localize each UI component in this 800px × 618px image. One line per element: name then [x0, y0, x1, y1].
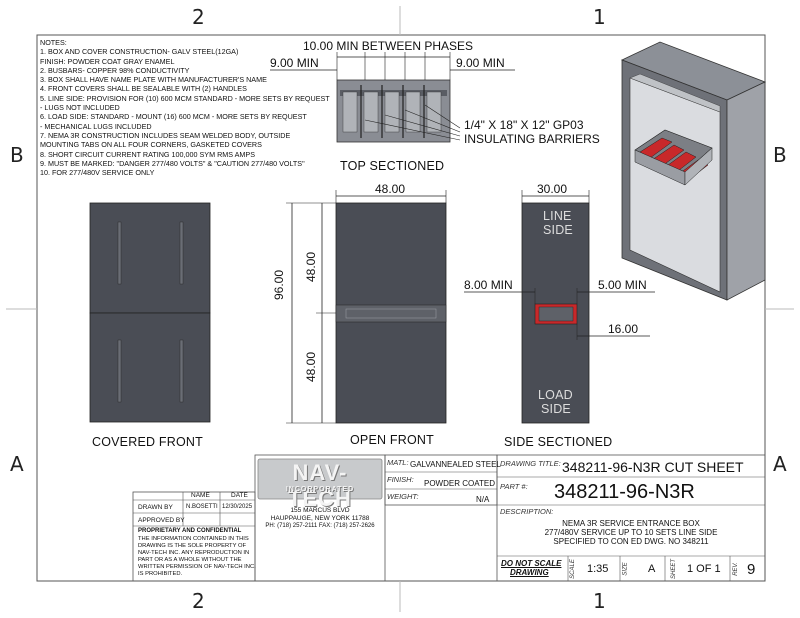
open-front-label: OPEN FRONT	[350, 433, 434, 447]
do-not-scale-line-1: DO NOT SCALE	[501, 559, 562, 568]
note-line: 9. MUST BE MARKED: "DANGER 277/480 VOLTS…	[40, 158, 305, 168]
description-line-1: NEMA 3R SERVICE ENTRANCE BOX	[562, 519, 700, 528]
notes-block: NOTES: 1. BOX AND COVER CONSTRUCTION- GA…	[40, 38, 340, 177]
zone-marker-top-1: 1	[593, 5, 606, 29]
sheet-label: SHEET	[671, 558, 678, 580]
proprietary-line: DRAWING IS THE SOLE PROPERTY OF	[138, 543, 247, 549]
part-number: 348211-96-N3R	[554, 481, 695, 503]
handle-icon	[179, 221, 184, 285]
zone-marker-left-b: B	[10, 143, 24, 167]
size-value: A	[648, 563, 656, 575]
name-column-header: NAME	[191, 492, 210, 499]
rev-label: REV.	[732, 562, 739, 576]
dim-top-left-min: 9.00 MIN	[270, 56, 319, 70]
scale-label: SCALE	[569, 559, 576, 579]
do-not-scale-line-2: DRAWING	[510, 568, 549, 577]
proprietary-line: THE INFORMATION CONTAINED IN THIS	[138, 536, 249, 542]
zone-marker-right-a: A	[773, 452, 787, 476]
zone-marker-left-a: A	[10, 452, 24, 476]
drawing-title-label: DRAWING TITLE:	[500, 459, 561, 468]
note-line: 8. SHORT CIRCUIT CURRENT RATING 100,000 …	[40, 149, 256, 159]
finish-label: FINISH:	[387, 475, 414, 484]
dim-side-right-min: 5.00 MIN	[598, 278, 647, 292]
note-line: 10. FOR 277/480V SERVICE ONLY	[40, 168, 155, 178]
scale-value: 1:35	[587, 563, 609, 575]
note-line: - LUGS NOT INCLUDED	[40, 103, 120, 113]
top-sectioned-label: TOP SECTIONED	[340, 159, 445, 173]
covered-front-lower-cover	[89, 312, 211, 423]
description-label: DESCRIPTION:	[500, 507, 554, 516]
proprietary-line: IS PROHIBITED.	[138, 571, 183, 577]
note-line: 4. FRONT COVERS SHALL BE SEALABLE WITH (…	[40, 84, 247, 94]
drawn-by-name: N.BOSETTI	[186, 504, 218, 510]
note-line: 1. BOX AND COVER CONSTRUCTION- GALV STEE…	[40, 47, 239, 57]
note-line: MOUNTING TABS ON ALL FOUR CORNERS, GASKE…	[40, 140, 262, 150]
note-line: 2. BUSBARS- COPPER 98% CONDUCTIVITY	[40, 65, 190, 75]
approved-by-label: APPROVED BY	[138, 517, 185, 524]
company-address-2: HAUPPAUGE, NEW YORK 11788	[270, 515, 370, 522]
barrier-note-line2: INSULATING BARRIERS	[464, 132, 600, 146]
handle-icon	[117, 339, 122, 403]
covered-front-upper-cover	[89, 202, 211, 314]
weight-label: WEIGHT:	[387, 492, 419, 501]
side-line-label-1: LINE	[543, 209, 572, 223]
notes-heading: NOTES:	[40, 38, 67, 47]
handle-icon	[179, 339, 184, 403]
zone-marker-top-2: 2	[192, 5, 205, 29]
proprietary-line: NAV-TECH INC. ANY REPRODUCTION IN	[138, 550, 250, 556]
finish-value: POWDER COATED	[424, 479, 495, 488]
note-line: - MECHANICAL LUGS INCLUDED	[40, 121, 152, 131]
proprietary-title: PROPRIETARY AND CONFIDENTIAL	[138, 528, 242, 534]
zone-marker-bottom-2: 2	[192, 589, 205, 613]
company-logo-name: NAV-TECH	[288, 460, 352, 511]
dim-side-offset: 16.00	[608, 322, 639, 336]
proprietary-line: PART OR AS A WHOLE WITHOUT THE	[138, 557, 242, 563]
zone-marker-bottom-1: 1	[593, 589, 606, 613]
drawn-by-label: DRAWN BY	[138, 504, 173, 511]
note-line: 5. LINE SIDE: PROVISION FOR (10) 600 MCM…	[40, 93, 330, 103]
part-number-label: PART #:	[500, 482, 528, 491]
side-load-label-2: SIDE	[541, 402, 571, 416]
description-line-2: 277/480V SERVICE UP TO 10 SETS LINE SIDE	[544, 528, 718, 537]
handle-icon	[117, 221, 122, 285]
date-column-header: DATE	[231, 492, 248, 499]
note-line: FINISH: POWDER COAT GRAY ENAMEL	[40, 56, 175, 66]
company-logo-sub: INCORPORATED	[285, 486, 355, 493]
barrier-note-line1: 1/4" X 18" X 12" GP03	[464, 118, 584, 132]
proprietary-line: WRITTEN PERMISSION OF NAV-TECH INC.	[138, 564, 256, 570]
dim-top-right-min: 9.00 MIN	[456, 56, 505, 70]
drawn-by-date: 12/30/2025	[222, 504, 253, 510]
description-line-3: SPECIFIED TO CON ED DWG. NO 348211	[553, 537, 709, 546]
side-line-label-2: SIDE	[543, 223, 573, 237]
sheet-value: 1 OF 1	[687, 563, 721, 575]
dim-side-left-min: 8.00 MIN	[464, 278, 513, 292]
dim-open-front-width: 48.00	[375, 182, 406, 196]
matl-label: MATL:	[387, 458, 409, 467]
dim-between-phases: 10.00 MIN BETWEEN PHASES	[303, 39, 474, 53]
covered-front-label: COVERED FRONT	[92, 435, 203, 449]
size-label: SIZE	[622, 562, 629, 576]
weight-value: N/A	[476, 495, 490, 504]
zone-marker-right-b: B	[773, 143, 787, 167]
note-line: 7. NEMA 3R CONSTRUCTION INCLUDES SEAM WE…	[40, 130, 291, 140]
company-logo-plate	[257, 458, 383, 500]
dim-side-depth: 30.00	[537, 182, 568, 196]
company-address-3: PH: (718) 257-2111 FAX: (718) 257-2626	[265, 523, 375, 529]
side-sectioned-label: SIDE SECTIONED	[504, 435, 613, 449]
rev-value: 9	[747, 561, 756, 578]
company-address-1: 155 MARCUS BLVD	[290, 507, 350, 514]
note-line: 6. LOAD SIDE: STANDARD - MOUNT (16) 600 …	[40, 112, 307, 122]
note-line: 3. BOX SHALL HAVE NAME PLATE WITH MANUFA…	[40, 75, 267, 85]
side-load-label-1: LOAD	[538, 388, 573, 402]
drawing-title: 348211-96-N3R CUT SHEET	[562, 459, 744, 475]
matl-value: GALVANNEALED STEEL	[410, 460, 501, 469]
